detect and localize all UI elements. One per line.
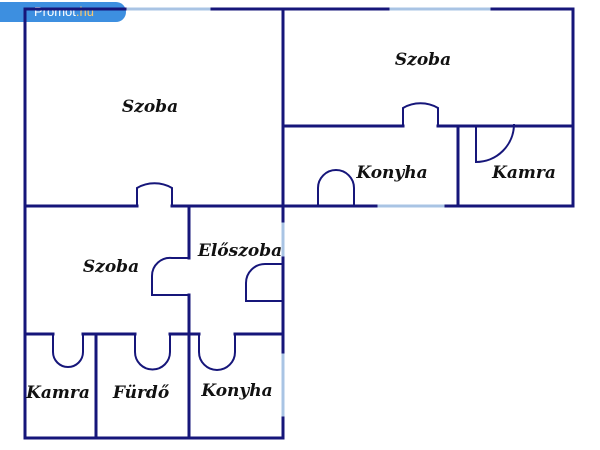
room-label-eloszoba: Előszoba [197, 241, 282, 261]
room-label-szoba-top-left: Szoba [122, 97, 178, 117]
room-label-konyha-upper: Konyha [355, 163, 427, 183]
doors [52, 102, 515, 371]
room-labels: Szoba Szoba Konyha Kamra Szoba Előszoba … [25, 50, 556, 403]
door-szoba-middle [150, 256, 189, 296]
door-furdo [134, 334, 171, 371]
room-label-kamra-bottom: Kamra [25, 383, 90, 403]
door-konyha-upper [317, 169, 355, 206]
door-eloszoba-right [245, 263, 283, 302]
room-label-kamra-right: Kamra [491, 163, 556, 183]
door-kamra-right [475, 123, 515, 164]
outer-walls [23, 7, 575, 440]
door-szoba-top-right [402, 102, 439, 126]
room-label-furdo: Fürdő [112, 383, 170, 403]
door-kamra-bottom [52, 334, 84, 368]
inner-walls [23, 7, 575, 440]
room-label-szoba-top-right: Szoba [395, 50, 451, 70]
windows [125, 7, 492, 418]
room-label-konyha-lower: Konyha [200, 381, 272, 401]
door-szoba-top-left [136, 182, 173, 206]
walls [23, 7, 575, 440]
room-label-szoba-middle: Szoba [83, 257, 139, 277]
door-konyha-lower [198, 334, 236, 371]
